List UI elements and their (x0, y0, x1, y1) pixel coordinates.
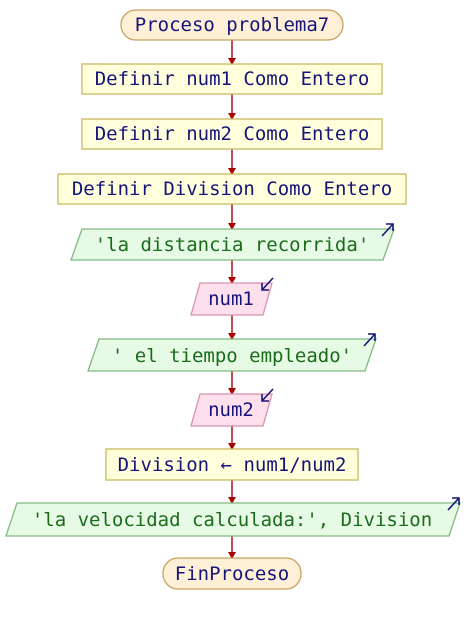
process-label: Definir num2 Como Entero (95, 123, 370, 145)
process-box: Definir Division Como Entero (57, 173, 407, 205)
input-parallelogram: num2 (190, 388, 274, 427)
output-arrow-icon (447, 497, 460, 511)
output-arrow-icon (381, 223, 394, 237)
end-terminal: FinProceso (162, 557, 302, 590)
process-label: Definir num1 Como Entero (95, 68, 370, 90)
output-parallelogram: 'la velocidad calculada:', Division (5, 497, 461, 537)
input-parallelogram: num1 (190, 277, 274, 316)
output-label: ' el tiempo empleado' (112, 345, 352, 367)
start-label: Proceso problema7 (135, 14, 329, 36)
output-label: 'la velocidad calculada:', Division (32, 509, 432, 531)
input-arrow-icon (261, 388, 274, 402)
process-box: Division ← num1/num2 (105, 448, 359, 481)
process-box: Definir num2 Como Entero (81, 118, 383, 150)
end-label: FinProceso (175, 563, 289, 585)
process-box: Definir num1 Como Entero (81, 63, 383, 95)
output-parallelogram: ' el tiempo empleado' (87, 333, 377, 372)
input-arrow-icon (261, 277, 274, 291)
output-arrow-icon (363, 333, 376, 347)
start-terminal: Proceso problema7 (120, 9, 344, 41)
process-label: Definir Division Como Entero (72, 178, 392, 200)
input-label: num1 (208, 288, 254, 310)
output-parallelogram: 'la distancia recorrida' (70, 223, 395, 261)
output-label: 'la distancia recorrida' (95, 234, 370, 256)
input-label: num2 (208, 399, 254, 421)
process-label: Division ← num1/num2 (118, 454, 347, 476)
